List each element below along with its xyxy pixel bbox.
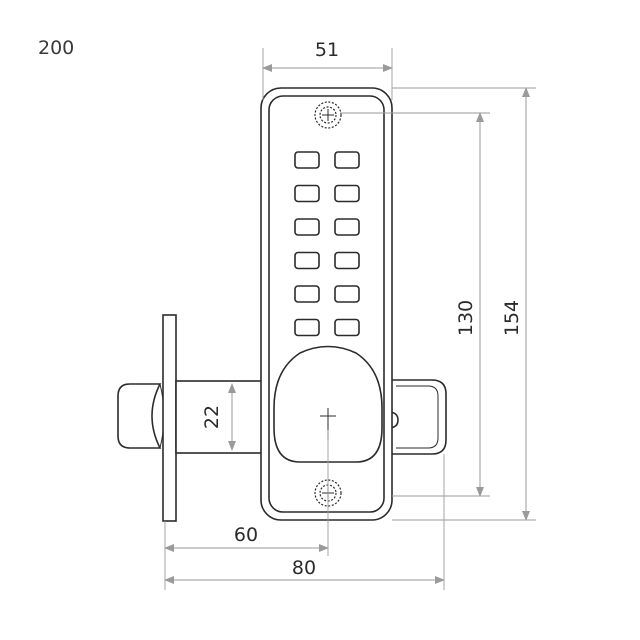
dimension-backset: 60: [164, 430, 329, 590]
dimension-screw-distance: 130: [340, 112, 490, 497]
dim-width-label: 51: [315, 39, 339, 61]
keypad-button: [294, 151, 320, 169]
model-number-label: 200: [38, 37, 74, 59]
dim-screw-distance-label: 130: [455, 300, 477, 336]
dimension-depth: 80: [164, 454, 445, 590]
dim-latch-label: 22: [201, 405, 223, 429]
dimension-height-full: 154: [392, 87, 536, 521]
dim-depth-label: 80: [292, 557, 316, 579]
keypad-button: [294, 285, 320, 303]
inner-plate: [268, 95, 385, 513]
dimension-latch: 22: [201, 383, 236, 451]
dim-backset-label: 60: [234, 524, 258, 546]
keypad-button: [334, 218, 360, 236]
keypad-button: [334, 151, 360, 169]
top-screw: [314, 101, 342, 129]
keypad-button: [334, 184, 360, 203]
back-housing-inner: [396, 385, 439, 449]
dimension-width: 51: [262, 39, 393, 100]
handle-knob: [273, 345, 383, 463]
keypad-button: [334, 318, 360, 337]
keypad-button: [334, 251, 360, 270]
keypad-button: [334, 285, 360, 303]
keypad-button: [294, 318, 320, 337]
back-housing: [387, 379, 447, 455]
latch-faceplate: [162, 314, 177, 522]
keypad-button: [294, 251, 320, 270]
keypad-button: [294, 218, 320, 236]
keypad: [294, 151, 360, 337]
keypad-button: [294, 184, 320, 203]
lock-body: [260, 87, 393, 521]
latch-assembly: [117, 314, 447, 522]
dim-height-full-label: 154: [501, 300, 523, 336]
latch-bolt: [117, 383, 162, 449]
